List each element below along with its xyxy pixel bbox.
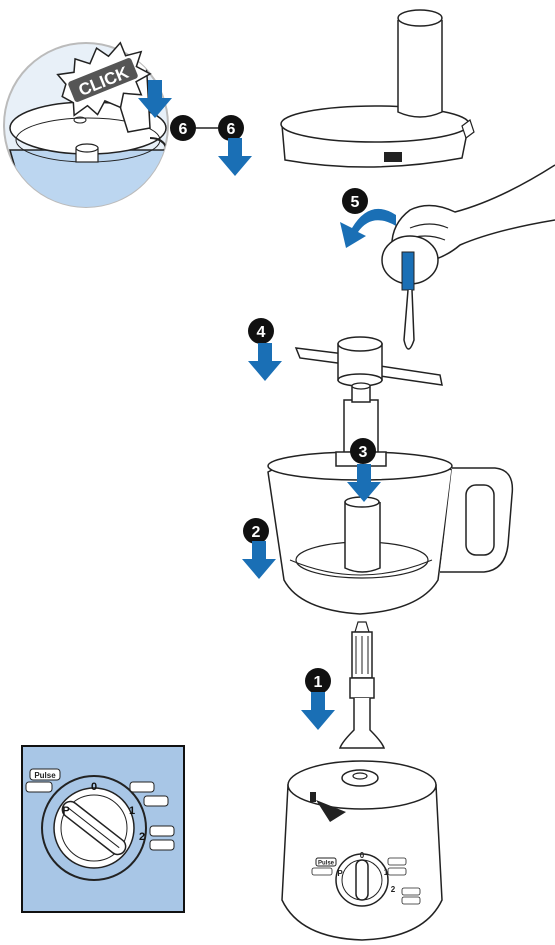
motor-base: Pulse 0 1 2 P xyxy=(282,761,442,940)
step-2-arrow xyxy=(242,541,276,579)
step-3-number: 3 xyxy=(359,444,368,461)
chopping-blade xyxy=(296,337,442,386)
step-2-number: 2 xyxy=(252,524,261,541)
speed-p-label: P xyxy=(62,805,69,817)
speed-2-label: 2 xyxy=(139,831,145,843)
pulse-label: Pulse xyxy=(34,771,56,780)
bowl-with-spindle xyxy=(268,383,512,614)
step-4-arrow xyxy=(248,343,282,381)
step-6-number: 6 xyxy=(227,121,236,138)
drive-shaft xyxy=(340,622,384,748)
step-5: 5 xyxy=(340,188,396,248)
speed-0-label: 0 xyxy=(91,781,97,793)
lock-click-callout: CLICK 6 xyxy=(4,33,218,220)
speed-1-label: 1 xyxy=(129,805,135,817)
step-6: 6 xyxy=(218,115,252,176)
base-speed-2: 2 xyxy=(391,885,396,894)
callout-step-number: 6 xyxy=(179,121,188,138)
step-4-number: 4 xyxy=(257,324,266,341)
lid-with-feed-tube xyxy=(281,10,474,167)
step-5-curved-arrow xyxy=(340,209,396,248)
base-speed-1: 1 xyxy=(384,868,389,877)
step-2: 2 xyxy=(242,518,276,579)
control-panel-inset: Pulse 0 1 2 P xyxy=(22,746,184,912)
step-1: 1 xyxy=(301,668,335,730)
base-pulse-label: Pulse xyxy=(318,861,335,867)
step-6-arrow xyxy=(218,138,252,176)
step-5-number: 5 xyxy=(351,194,360,211)
step-1-arrow xyxy=(301,692,335,730)
base-speed-p: P xyxy=(337,869,343,878)
base-speed-0: 0 xyxy=(360,851,365,860)
step-4: 4 xyxy=(248,318,282,381)
hand-holding-disc xyxy=(382,165,555,349)
step-1-number: 1 xyxy=(314,674,323,691)
